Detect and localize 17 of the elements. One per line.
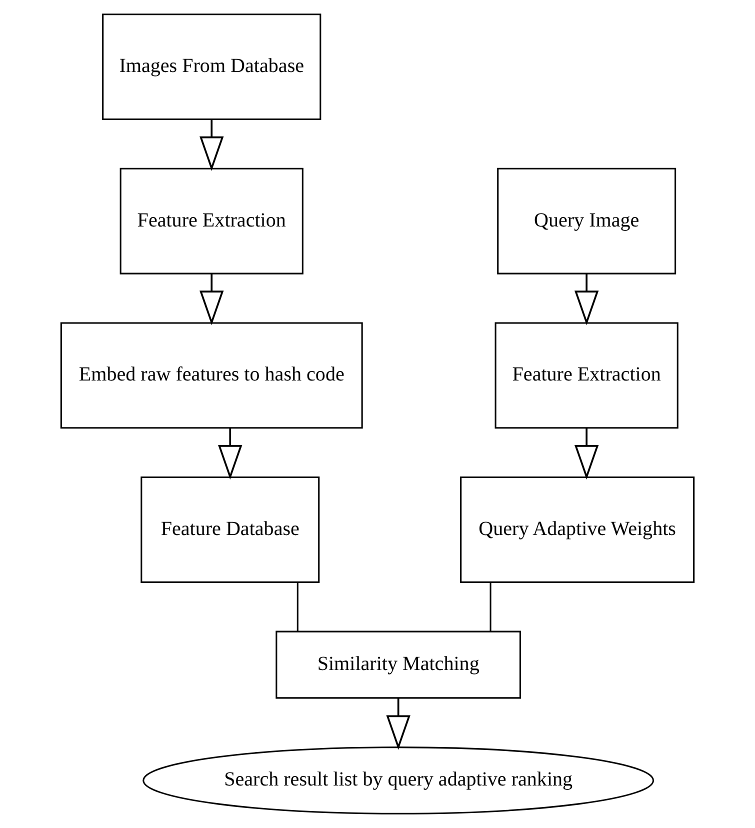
node-box: Embed raw features to hash code [60,322,363,429]
arrow [200,274,224,326]
node-box: Feature Extraction [120,168,304,274]
arrow [574,428,599,480]
node-box: Query Adaptive Weights [460,476,695,583]
connector [296,582,298,632]
arrow [200,119,224,171]
arrow [218,428,242,480]
arrow [574,274,599,326]
node-box: Images From Database [102,14,322,120]
node-box: Feature Database [140,476,320,583]
node-ellipse: Search result list by query adaptive ranking [142,746,654,814]
node-box: Feature Extraction [494,322,678,429]
arrow [386,698,410,750]
node-box: Query Image [497,168,676,274]
node-box: Similarity Matching [276,630,521,699]
connector [490,582,492,632]
